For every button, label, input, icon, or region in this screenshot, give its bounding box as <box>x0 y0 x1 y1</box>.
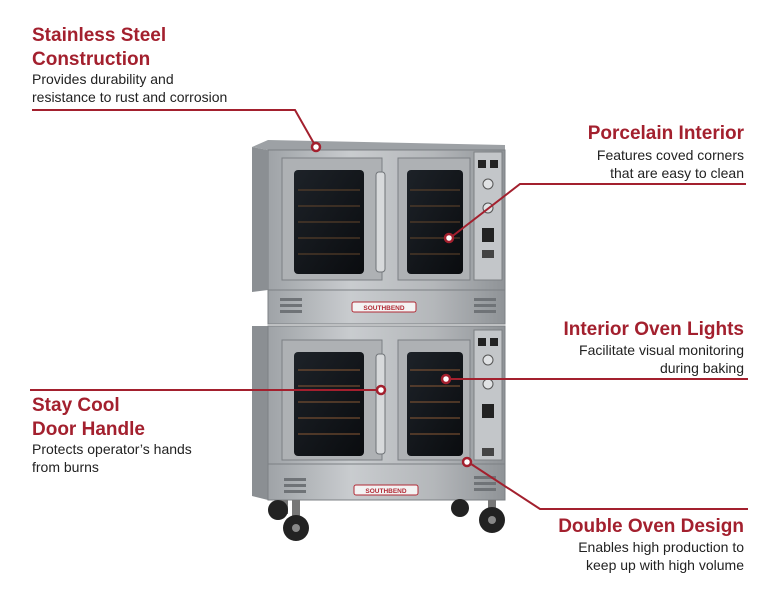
lower-brand-badge-text: SOUTHBEND <box>365 488 406 495</box>
dot-door-handle <box>375 384 387 396</box>
stainless-steel-title-line2: Construction <box>32 49 151 70</box>
lower-brand-badge <box>353 484 419 496</box>
dot-porcelain-interior <box>443 232 455 244</box>
callout-door-handle-title: Stay Cool Door Handle <box>32 394 145 442</box>
lower-control-knob <box>482 378 494 390</box>
upper-door-handle <box>375 171 386 273</box>
double-oven-desc-line2: keep up with high volume <box>586 557 744 573</box>
callout-stainless-steel-desc: Provides durability and resistance to ru… <box>32 70 227 106</box>
dot-stainless-steel <box>310 141 322 153</box>
casters <box>268 499 505 541</box>
upper-side-panel <box>252 147 268 292</box>
caster-wheel <box>451 499 469 517</box>
lower-left-racks <box>298 369 360 435</box>
door-handle-title-line1: Stay Cool <box>32 395 120 416</box>
door-handle-desc-line2: from burns <box>32 459 99 475</box>
interior-lights-desc-line1: Facilitate visual monitoring <box>579 342 744 358</box>
lower-side-panel <box>252 326 268 500</box>
callout-porcelain-interior-title: Porcelain Interior <box>587 123 744 144</box>
callout-porcelain-interior-desc: Features coved corners that are easy to … <box>597 146 744 182</box>
lower-switch <box>482 448 494 456</box>
callout-door-handle-desc: Protects operator’s hands from burns <box>32 440 192 476</box>
porcelain-interior-desc-line1: Features coved corners <box>596 147 744 163</box>
lower-oven: SOUTHBEND <box>252 325 506 501</box>
door-handle-title-line2: Door Handle <box>32 419 145 440</box>
dot-interior-lights <box>440 373 452 385</box>
upper-switch <box>482 250 494 258</box>
lower-control-knob <box>482 354 494 366</box>
upper-left-racks <box>298 189 360 255</box>
callout-double-oven-title: Double Oven Design <box>558 516 744 537</box>
lower-vents-left <box>284 478 306 493</box>
leader-porcelain-interior <box>449 183 746 239</box>
callout-leader-lines <box>30 109 748 510</box>
upper-timer-display <box>482 228 494 242</box>
callout-interior-lights-desc: Facilitate visual monitoring during baki… <box>579 341 744 377</box>
callout-double-oven-desc: Enables high production to keep up with … <box>578 538 744 574</box>
lower-indicator <box>490 338 498 346</box>
lower-control-panel <box>473 329 503 461</box>
lower-right-racks <box>410 369 460 435</box>
upper-indicator <box>490 160 498 168</box>
dot-double-oven <box>461 456 473 468</box>
upper-brand-badge-text: SOUTHBEND <box>363 305 404 312</box>
lower-timer-display <box>482 404 494 418</box>
upper-control-knob <box>482 178 494 190</box>
upper-indicator <box>478 160 486 168</box>
upper-vents-right <box>474 298 496 313</box>
stainless-steel-desc-line1: Provides durability and <box>32 71 174 87</box>
stainless-steel-title-line1: Stainless Steel <box>32 25 167 46</box>
callout-stainless-steel-title: Stainless Steel Construction <box>32 24 166 72</box>
upper-vents-left <box>280 298 302 313</box>
porcelain-interior-desc-line2: that are easy to clean <box>610 165 744 181</box>
interior-lights-desc-line2: during baking <box>659 360 744 376</box>
lower-indicator <box>478 338 486 346</box>
lower-right-window <box>407 352 463 456</box>
upper-oven: SOUTHBEND <box>252 140 506 325</box>
lower-door-handle <box>375 353 386 455</box>
lower-vents-right <box>474 476 496 491</box>
leader-stainless-steel <box>32 109 317 148</box>
callout-interior-lights-title: Interior Oven Lights <box>563 319 744 340</box>
stainless-steel-desc-line2: resistance to rust and corrosion <box>32 89 228 105</box>
double-oven-desc-line1: Enables high production to <box>578 539 744 555</box>
callout-dots <box>310 141 473 468</box>
upper-brand-badge <box>351 301 417 313</box>
leader-double-oven <box>467 461 748 510</box>
lower-left-window <box>294 352 364 456</box>
door-handle-desc-line1: Protects operator’s hands <box>32 441 192 457</box>
caster-wheel <box>268 500 288 520</box>
